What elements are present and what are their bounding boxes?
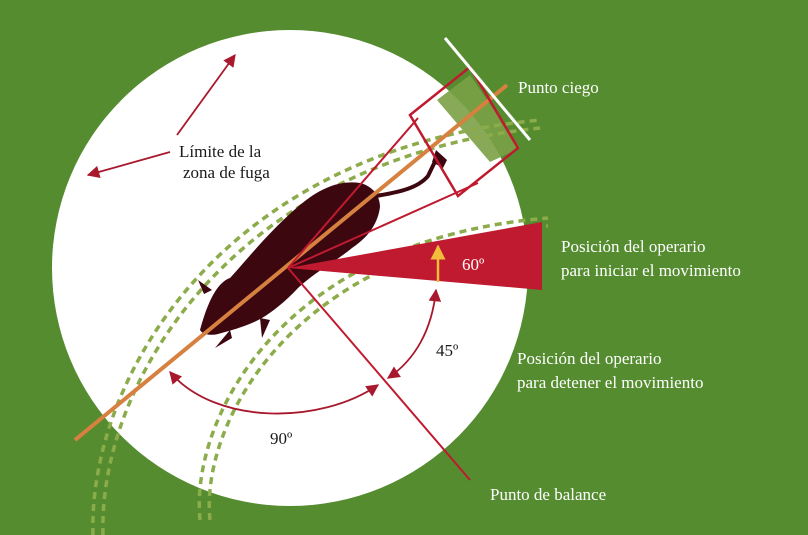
label-stop-2: para detener el movimiento xyxy=(517,373,703,392)
label-angle-45: 45º xyxy=(436,341,458,360)
animal-silhouette xyxy=(198,150,447,348)
label-flight-zone-2: zona de fuga xyxy=(183,163,270,182)
label-flight-zone-1: Límite de la xyxy=(179,142,262,161)
label-start-2: para iniciar el movimiento xyxy=(561,261,741,280)
blind-spot-edge xyxy=(443,37,532,141)
ray-upper xyxy=(287,117,419,269)
ray-lower xyxy=(287,182,479,269)
label-start-1: Posición del operario xyxy=(561,237,705,256)
dashed-arcs xyxy=(91,118,549,535)
label-angle-60: 60º xyxy=(462,255,484,274)
blind-spot-outline xyxy=(408,65,520,198)
start-position-wedge xyxy=(288,222,542,290)
flight-zone-arrow-left xyxy=(86,151,171,179)
blind-spot-area xyxy=(437,75,520,162)
label-stop-1: Posición del operario xyxy=(517,349,661,368)
flight-zone-arrow-up xyxy=(176,53,236,136)
label-balance-point: Punto de balance xyxy=(490,485,606,504)
body-axis-line xyxy=(73,83,509,442)
arc-45-arrow xyxy=(386,288,442,379)
label-angle-90: 90º xyxy=(270,429,292,448)
label-blind-spot: Punto ciego xyxy=(518,78,599,97)
arc-90-arrow xyxy=(169,371,380,415)
